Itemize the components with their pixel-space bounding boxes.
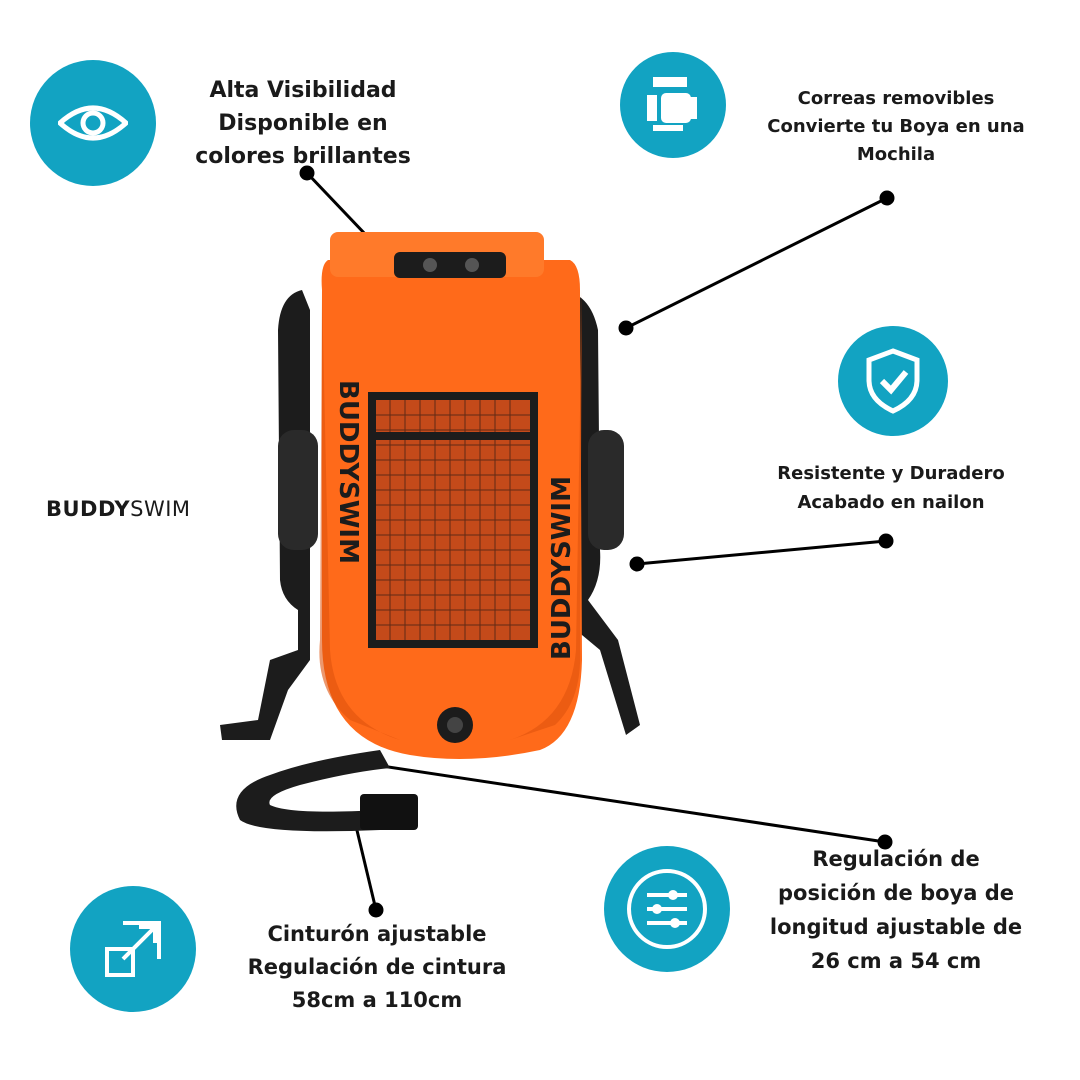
feature-belt-line-2: Regulación de cintura xyxy=(247,955,507,979)
resize-arrow-icon xyxy=(105,921,161,977)
feature-position-line-1: Regulación de xyxy=(812,847,980,871)
left-shoulder-strap xyxy=(220,290,310,740)
sliders-icon xyxy=(627,869,707,949)
buoy-print-left: BUDDYSWIM xyxy=(333,380,363,564)
buoy-print-right: BUDDYSWIM xyxy=(547,476,577,660)
shield-check-icon xyxy=(866,348,920,414)
feature-straps-text: Correas removibles Convierte tu Boya en … xyxy=(734,85,1058,169)
feature-belt-text: Cinturón ajustable Regulación de cintura… xyxy=(214,918,540,1017)
leader-dot-belt xyxy=(368,902,384,918)
leader-line-straps xyxy=(625,196,888,330)
feature-visibility-line-3: colores brillantes xyxy=(195,144,411,169)
durable-icon-circle xyxy=(838,326,948,436)
feature-visibility-line-2: Disponible en xyxy=(218,111,388,136)
leader-line-durable xyxy=(636,539,887,566)
straps-icon-circle xyxy=(620,52,726,158)
position-icon-circle xyxy=(604,846,730,972)
feature-belt-line-3: 58cm a 110cm xyxy=(291,988,463,1012)
leader-dot-durable xyxy=(878,533,894,549)
brand-logo-light: SWIM xyxy=(130,497,191,521)
brand-logo: BUDDYSWIM xyxy=(46,497,191,521)
belt-buckle xyxy=(360,794,418,830)
eye-icon xyxy=(58,105,128,141)
feature-position-line-3: longitud ajustable de xyxy=(769,915,1023,939)
leader-dot-position xyxy=(877,834,893,850)
feature-position-line-4: 26 cm a 54 cm xyxy=(810,949,982,973)
feature-visibility-line-1: Alta Visibilidad xyxy=(209,78,397,103)
feature-durable-line-1: Resistente y Duradero xyxy=(777,463,1005,484)
feature-durable-text: Resistente y Duradero Acabado en nailon xyxy=(748,459,1034,517)
roll-top-buckle xyxy=(394,252,506,278)
feature-belt-line-1: Cinturón ajustable xyxy=(267,922,487,946)
hand-strap-icon xyxy=(647,77,697,131)
leader-line-position xyxy=(361,761,886,844)
visibility-icon-circle xyxy=(30,60,156,186)
belt-icon-circle xyxy=(70,886,196,1012)
feature-visibility-text: Alta Visibilidad Disponible en colores b… xyxy=(168,74,438,173)
feature-straps-line-3: Mochila xyxy=(856,144,936,165)
leader-line-belt xyxy=(353,821,378,911)
feature-straps-line-1: Correas removibles xyxy=(797,88,995,109)
feature-position-text: Regulación de posición de boya de longit… xyxy=(738,842,1054,978)
feature-position-line-2: posición de boya de xyxy=(778,881,1014,905)
leader-dot-straps xyxy=(879,190,895,206)
leader-dot-visibility xyxy=(299,165,315,181)
brand-logo-bold: BUDDY xyxy=(46,497,131,521)
buoy-backpack-image: BUDDYSWIM BUDDYSWIM xyxy=(220,232,640,832)
feature-durable-line-2: Acabado en nailon xyxy=(797,492,985,513)
feature-straps-line-2: Convierte tu Boya en una xyxy=(767,116,1025,137)
